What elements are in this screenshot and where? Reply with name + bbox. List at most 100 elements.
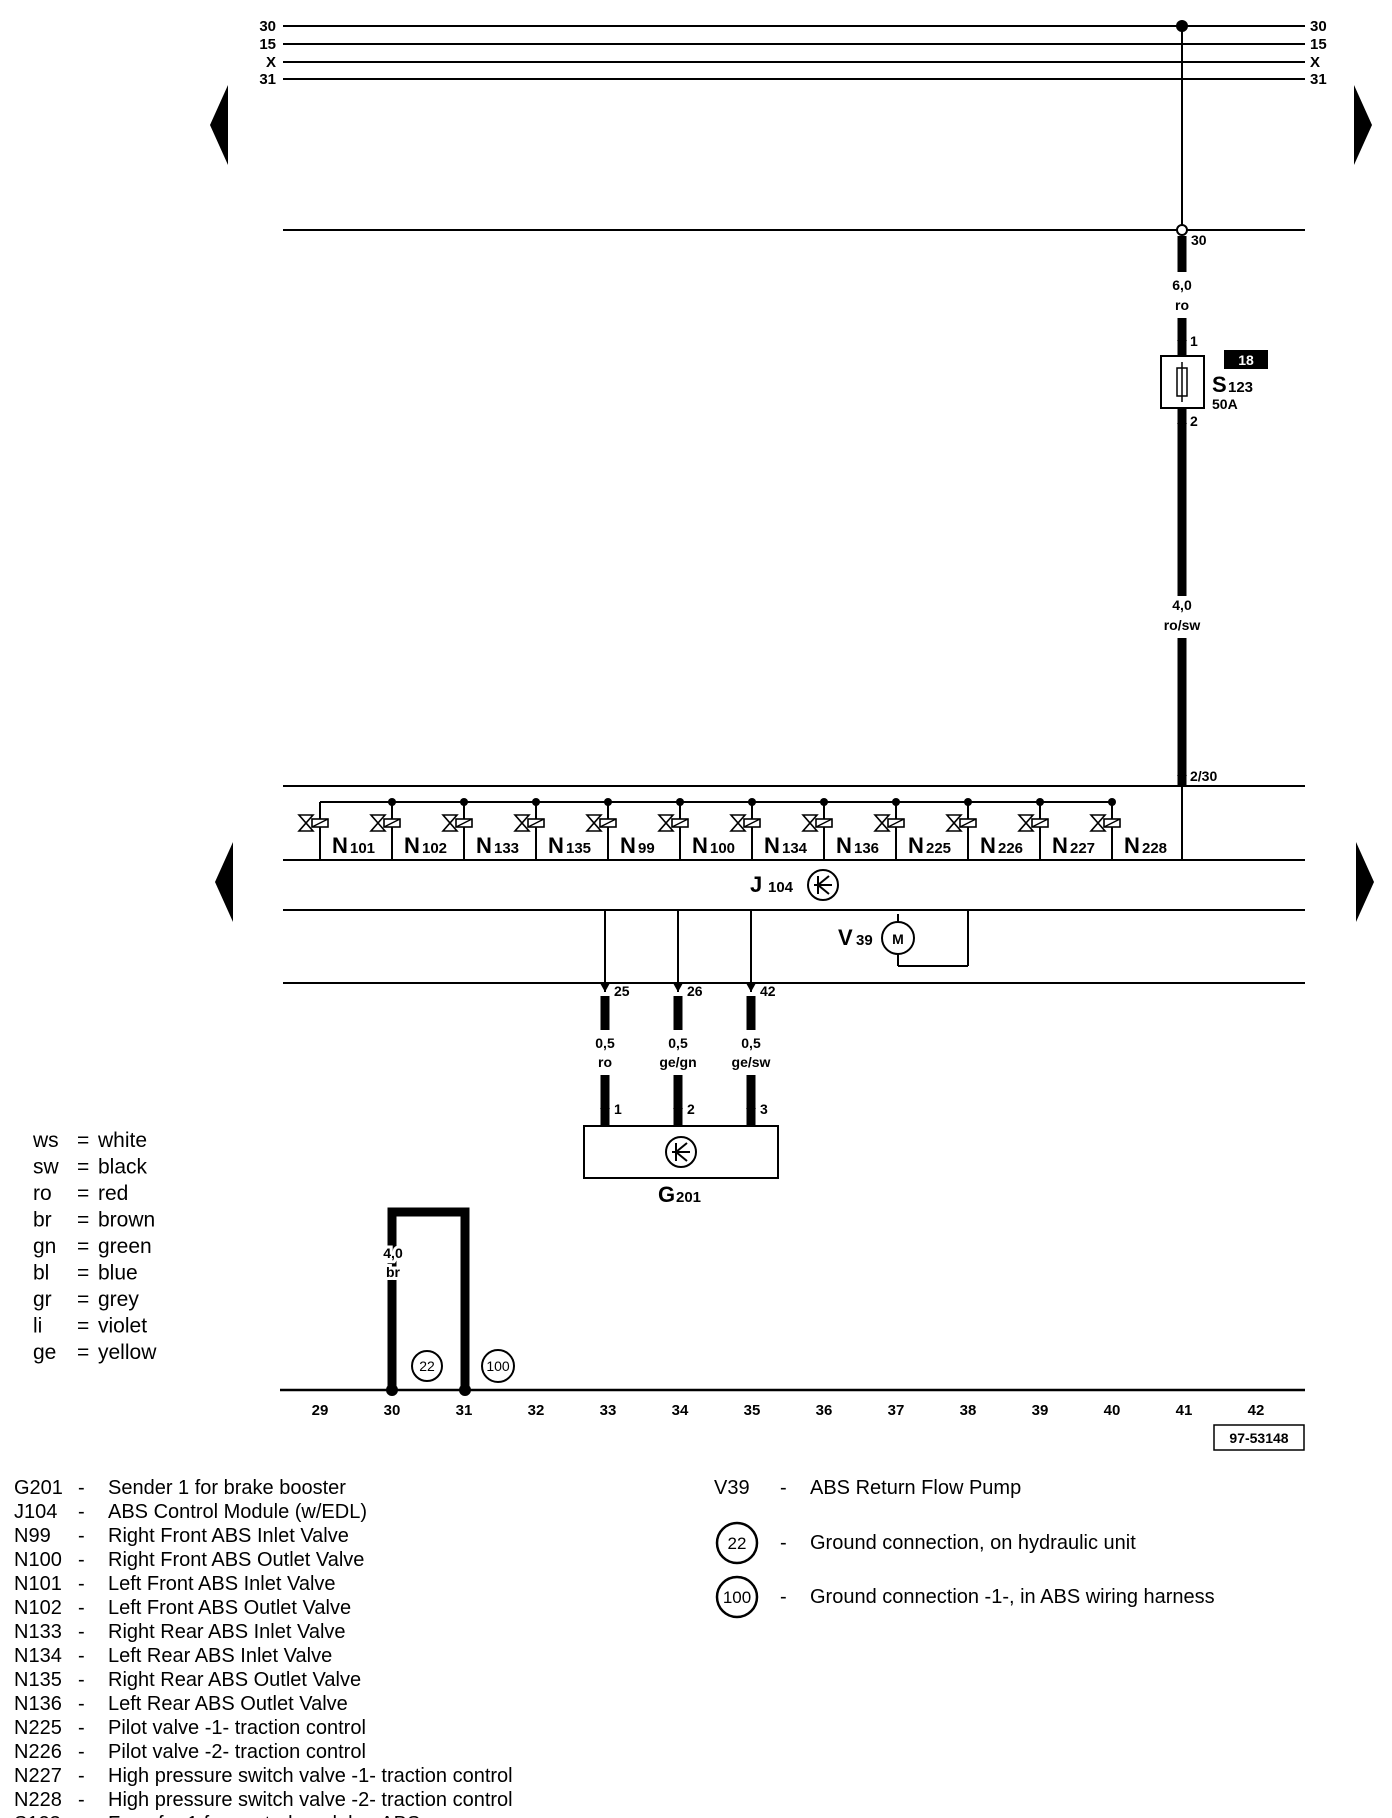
module-electronic-symbol <box>807 869 839 901</box>
fuse-badge <box>1224 350 1268 369</box>
pump-code-sub: 39 <box>856 932 873 949</box>
component-description: High pressure switch valve -2- traction … <box>108 1789 513 1811</box>
color-name: green <box>98 1235 152 1258</box>
ground-100-label: 100 <box>486 1358 510 1374</box>
component-code: N135 <box>14 1669 62 1691</box>
module-pin: 25 <box>614 983 630 999</box>
junction-dot <box>1036 798 1044 806</box>
component-code: N102 <box>14 1597 62 1619</box>
continuation-arrow-right-top <box>1354 85 1372 165</box>
wire-label-size: 4,0 <box>1172 597 1192 613</box>
component-legend-item: N100-Right Front ABS Outlet Valve <box>14 1549 364 1571</box>
ground-description: Ground connection, on hydraulic unit <box>810 1532 1136 1554</box>
valve-code-sub: 228 <box>1142 840 1167 857</box>
component-description: Left Rear ABS Inlet Valve <box>108 1645 332 1667</box>
component-description: Sender 1 for brake booster <box>108 1477 346 1499</box>
valve-code: N <box>404 833 420 858</box>
color-legend-item: sw=black <box>33 1156 148 1179</box>
valve-code: N <box>332 833 348 858</box>
sensor-code-sub: 201 <box>676 1189 701 1206</box>
valve-icon <box>873 814 891 832</box>
color-name: grey <box>98 1288 139 1311</box>
valve-code-sub: 100 <box>710 840 735 857</box>
equals-sign: = <box>77 1288 89 1311</box>
color-legend-item: br=brown <box>33 1209 155 1232</box>
component-legend-item: N135-Right Rear ABS Outlet Valve <box>14 1669 361 1691</box>
ground-legend-item: 22-Ground connection, on hydraulic unit <box>715 1521 1136 1565</box>
separator: - <box>78 1813 85 1818</box>
fuse-s123: 18 S 123 50A <box>1160 350 1268 412</box>
component-code: N226 <box>14 1741 62 1763</box>
component-code: J104 <box>14 1501 57 1523</box>
pump-v39: M V 39 <box>838 910 969 967</box>
color-legend-item: ro=red <box>33 1182 128 1205</box>
bus-label-31-right: 31 <box>1310 71 1327 88</box>
color-legend-item: gn=green <box>33 1235 152 1258</box>
pin-arrow <box>1177 767 1187 776</box>
separator: - <box>78 1741 85 1763</box>
equals-sign: = <box>77 1182 89 1205</box>
color-code: ro <box>33 1182 52 1205</box>
component-legend-item: N102-Left Front ABS Outlet Valve <box>14 1597 351 1619</box>
color-code: gr <box>33 1288 52 1311</box>
fuse-rating: 50A <box>1212 396 1238 412</box>
track-number: 34 <box>672 1402 689 1419</box>
track-number: 31 <box>456 1402 473 1419</box>
component-code: N99 <box>14 1525 51 1547</box>
valve-icon <box>585 814 603 832</box>
color-code: li <box>33 1315 42 1338</box>
module-code: J <box>750 872 762 897</box>
track-number: 32 <box>528 1402 545 1419</box>
ground-100-symbol: 100 <box>481 1349 515 1383</box>
valve-icon <box>657 814 675 832</box>
bus-label-x-right: X <box>1310 54 1320 71</box>
wire-label-color: ro <box>598 1054 612 1070</box>
junction-dot <box>676 798 684 806</box>
ground-22-label: 22 <box>419 1358 435 1374</box>
component-legend-right: V39-ABS Return Flow Pump 22-Ground connec… <box>714 1477 1215 1619</box>
figure-id: 97-53148 <box>1229 1430 1288 1446</box>
fuse-pin-2: 2 <box>1190 413 1198 429</box>
valve-code-sub: 136 <box>854 840 879 857</box>
valve-code-sub: 133 <box>494 840 519 857</box>
fuse-code-sub: 123 <box>1228 379 1253 396</box>
valve-icon <box>801 814 819 832</box>
valve-code-sub: 134 <box>782 840 808 857</box>
junction-dot <box>964 798 972 806</box>
separator: - <box>78 1501 85 1523</box>
color-code: sw <box>33 1156 60 1179</box>
bus-label-15-left: 15 <box>259 36 276 53</box>
valve-icon <box>513 814 531 832</box>
valve-code-sub: 227 <box>1070 840 1095 857</box>
component-code: N101 <box>14 1573 62 1595</box>
wire-label-size: 4,0 <box>383 1245 403 1261</box>
fuse-badge-number: 18 <box>1238 352 1254 368</box>
junction-dot <box>820 798 828 806</box>
junction-dot <box>388 798 396 806</box>
separator: - <box>780 1477 787 1499</box>
color-legend-item: li=violet <box>33 1315 147 1338</box>
sensor-pin: 3 <box>760 1101 768 1117</box>
valve-code: N <box>548 833 564 858</box>
ground-22-symbol: 22 <box>411 1350 443 1382</box>
wire-label-size: 0,5 <box>741 1035 761 1051</box>
valve-code-sub: 101 <box>350 840 375 857</box>
module-pin-2-30: 2/30 <box>1190 768 1217 784</box>
color-code: gn <box>33 1235 56 1258</box>
terminal-30-connector <box>1176 224 1188 236</box>
component-description: Pilot valve -2- traction control <box>108 1741 366 1763</box>
component-legend-item: V39-ABS Return Flow Pump <box>714 1477 1021 1499</box>
color-legend-item: bl=blue <box>33 1262 138 1285</box>
equals-sign: = <box>77 1262 89 1285</box>
junction-dot <box>604 798 612 806</box>
